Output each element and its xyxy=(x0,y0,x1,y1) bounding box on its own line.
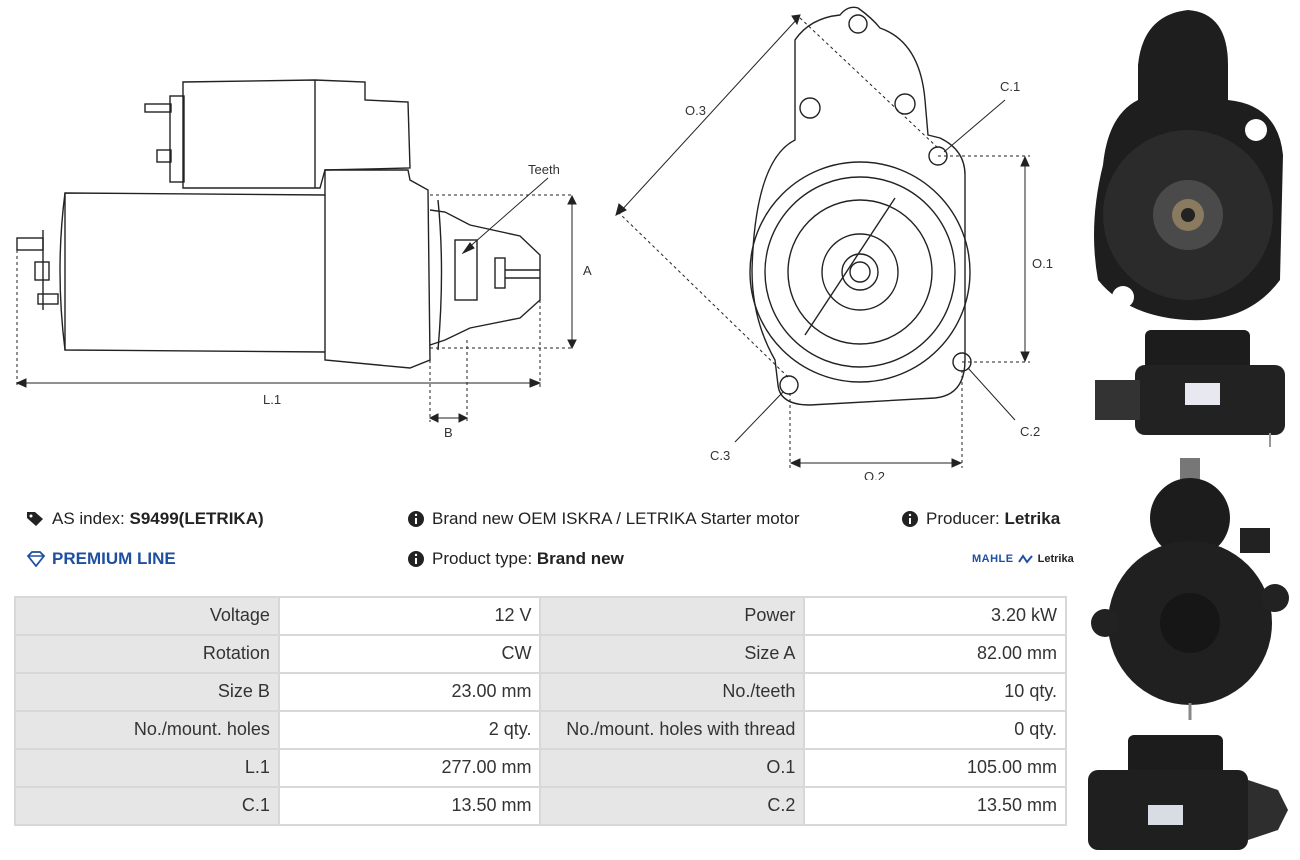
spec-label: C.2 xyxy=(541,788,804,824)
premium-line-row: PREMIUM LINE xyxy=(26,549,176,569)
product-photo-front xyxy=(1094,10,1283,321)
premium-line-label: PREMIUM LINE xyxy=(52,549,176,568)
info-icon xyxy=(406,550,426,568)
dim-o3-label: O.3 xyxy=(685,103,706,118)
tag-icon xyxy=(26,511,46,527)
spec-label: O.1 xyxy=(541,750,804,786)
diamond-icon xyxy=(26,551,46,567)
description-row: Brand new OEM ISKRA / LETRIKA Starter mo… xyxy=(406,509,800,529)
spec-value: 2 qty. xyxy=(279,712,540,748)
producer-value: Letrika xyxy=(1004,509,1061,528)
spec-label: Size A xyxy=(541,636,804,672)
info-icon xyxy=(406,510,426,528)
brand-logo: MAHLE Letrika xyxy=(972,553,1074,565)
spec-value: 13.50 mm xyxy=(805,788,1065,824)
spec-label: Rotation xyxy=(16,636,278,672)
dim-c3-label: C.3 xyxy=(710,448,730,463)
dim-c1-label: C.1 xyxy=(1000,79,1020,94)
producer-label: Producer: xyxy=(926,509,1000,528)
spec-value: 105.00 mm xyxy=(805,750,1065,786)
spec-label: C.1 xyxy=(16,788,278,824)
spec-value: 12 V xyxy=(279,598,540,634)
spec-value: 10 qty. xyxy=(805,674,1065,710)
as-index-row: AS index: S9499(LETRIKA) xyxy=(26,509,264,529)
spec-value: 0 qty. xyxy=(805,712,1065,748)
spec-label: No./mount. holes xyxy=(16,712,278,748)
letrika-wave-icon xyxy=(1017,554,1033,564)
spec-label: Size B xyxy=(16,674,278,710)
spec-label: Voltage xyxy=(16,598,278,634)
technical-drawing: Teeth A L.1 B xyxy=(15,6,1053,480)
producer-row: Producer: Letrika xyxy=(900,509,1060,529)
letrika-logo-text: Letrika xyxy=(1037,553,1074,565)
dim-o1-label: O.1 xyxy=(1032,256,1053,271)
product-description: Brand new OEM ISKRA / LETRIKA Starter mo… xyxy=(432,509,800,528)
spec-value: 277.00 mm xyxy=(279,750,540,786)
spec-label: No./teeth xyxy=(541,674,804,710)
product-type-label: Product type: xyxy=(432,549,533,568)
product-photo-side-2 xyxy=(1088,735,1288,850)
dim-b-label: B xyxy=(444,425,453,440)
spec-value: 3.20 kW xyxy=(805,598,1065,634)
mahle-logo-text: MAHLE xyxy=(972,553,1014,565)
dim-c2-label: C.2 xyxy=(1020,424,1040,439)
product-photo-side xyxy=(1095,330,1285,447)
teeth-label: Teeth xyxy=(528,162,560,177)
dim-a-label: A xyxy=(583,263,592,278)
spec-value: CW xyxy=(279,636,540,672)
spec-label: L.1 xyxy=(16,750,278,786)
as-index-value: S9499(LETRIKA) xyxy=(129,509,264,528)
dim-l1-label: L.1 xyxy=(263,392,281,407)
product-photo-rear xyxy=(1091,458,1289,720)
spec-value: 82.00 mm xyxy=(805,636,1065,672)
spec-label: Power xyxy=(541,598,804,634)
product-type-row: Product type: Brand new xyxy=(406,549,624,569)
spec-value: 23.00 mm xyxy=(279,674,540,710)
dim-o2-label: O.2 xyxy=(864,469,885,480)
spec-value: 13.50 mm xyxy=(279,788,540,824)
info-icon xyxy=(900,510,920,528)
spec-label: No./mount. holes with thread xyxy=(541,712,804,748)
product-type-value: Brand new xyxy=(536,549,624,568)
as-index-label: AS index: xyxy=(52,509,125,528)
